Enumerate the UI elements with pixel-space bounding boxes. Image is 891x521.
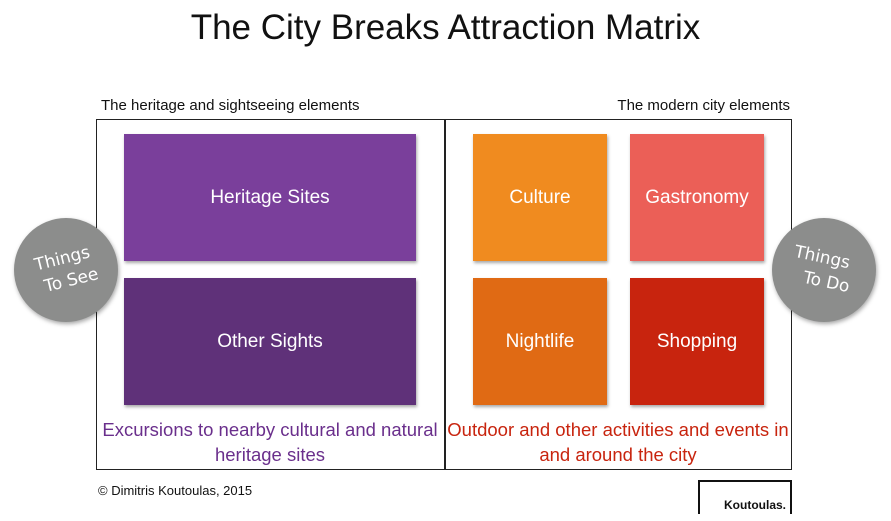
tile-other-sights-label: Other Sights (217, 330, 323, 352)
tile-shopping-label: Shopping (656, 330, 738, 352)
tile-other-sights: Other Sights (124, 278, 416, 405)
tile-gastronomy: Gastronomy (630, 134, 764, 261)
tile-heritage-sites-label: Heritage Sites (210, 186, 330, 208)
copyright-notice: © Dimitris Koutoulas, 2015 (98, 483, 253, 498)
matrix-divider (444, 119, 446, 470)
diagram-title: The City Breaks Attraction Matrix (190, 8, 701, 47)
tile-nightlife: Nightlife (473, 278, 607, 405)
modern-caption: Outdoor and other activities and events … (447, 419, 789, 465)
things-to-do-badge: Things To Do (772, 218, 876, 322)
tile-nightlife-label: Nightlife (505, 330, 575, 352)
things-to-see-badge: Things To See (14, 218, 118, 322)
heritage-caption: Excursions to nearby cultural and natura… (102, 419, 438, 465)
koutoulas-logo: Koutoulas. (698, 480, 792, 514)
tile-gastronomy-label: Gastronomy (645, 186, 749, 208)
tile-heritage-sites: Heritage Sites (124, 134, 416, 261)
heritage-section-label: The heritage and sightseeing elements (101, 97, 360, 114)
tile-shopping: Shopping (630, 278, 764, 405)
logo-text: Koutoulas. (724, 498, 786, 512)
tile-culture: Culture (473, 134, 607, 261)
modern-section-label: The modern city elements (617, 97, 790, 114)
tile-culture-label: Culture (509, 186, 571, 208)
